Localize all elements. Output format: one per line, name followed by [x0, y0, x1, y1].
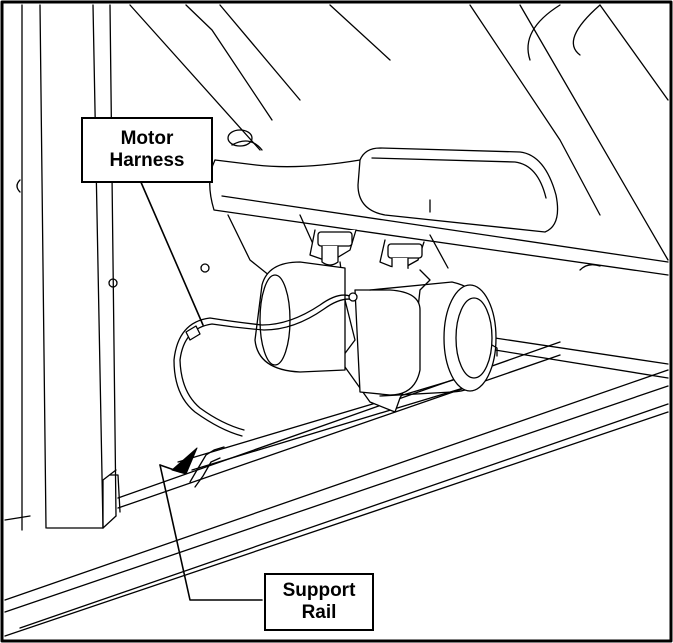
upper-housing — [129, 4, 669, 379]
support-rail-label-line2: Rail — [301, 602, 337, 623]
motor-body — [254, 261, 498, 397]
support-rail-arrow-shaft — [159, 464, 181, 473]
support-rail-callout: Support Rail — [264, 573, 374, 631]
left-upright-column — [16, 4, 121, 531]
support-rail — [177, 374, 481, 488]
motor-harness-callout: Motor Harness — [81, 117, 213, 183]
motor-harness-label-line1: Motor — [120, 128, 174, 149]
support-rail-label-line1: Support — [282, 580, 356, 601]
motor-harness-wire — [173, 292, 358, 437]
motor-harness-label-line2: Harness — [109, 150, 185, 171]
leader-lines — [139, 179, 263, 601]
